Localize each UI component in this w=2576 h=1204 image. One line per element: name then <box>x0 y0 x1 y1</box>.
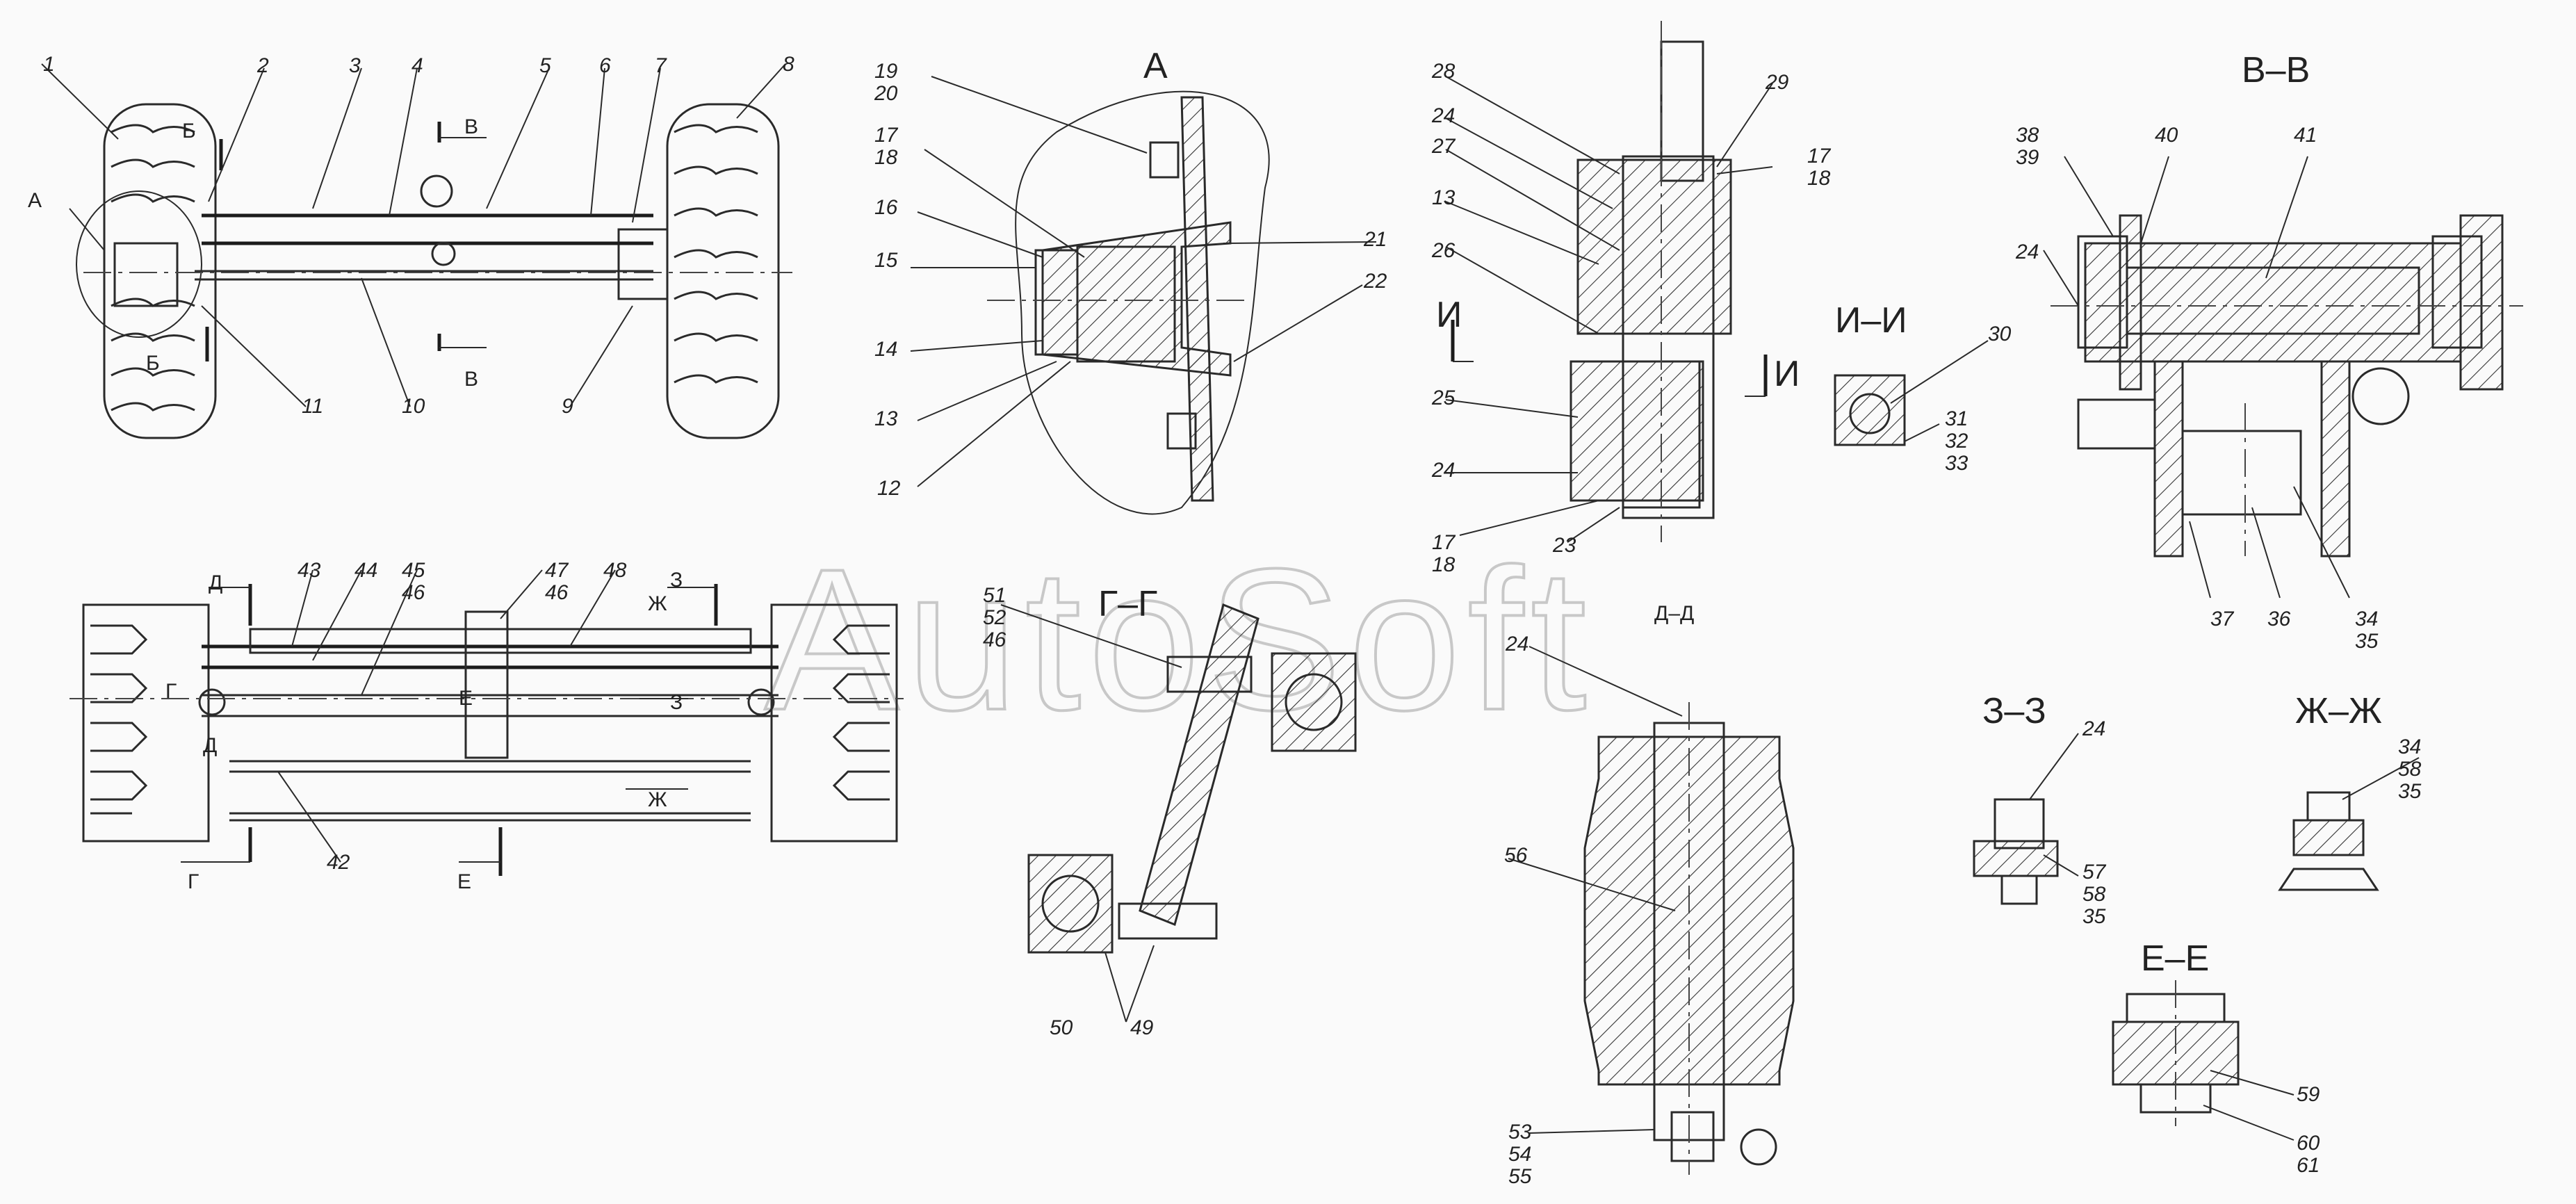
callout-43: 43 <box>297 559 321 582</box>
callout-28: 28 <box>1431 60 1456 83</box>
view-axle-top <box>41 63 792 439</box>
watermark: AutoSoft <box>765 527 1593 752</box>
callout-6: 6 <box>599 54 611 77</box>
callout-22: 22 <box>1363 270 1387 293</box>
callout-40: 40 <box>2155 124 2178 147</box>
callout-13b: 13 <box>1432 186 1456 209</box>
callout-7: 7 <box>655 54 667 77</box>
section-title-zz: З–З <box>1982 691 2046 731</box>
section-title-a: А <box>1143 46 1168 86</box>
callout-42: 42 <box>327 851 350 874</box>
cut-mark-i-left: И <box>1436 295 1462 335</box>
cut-mark-g-bottom: Г <box>188 870 199 893</box>
section-title-dd: Д–Д <box>1654 602 1694 625</box>
callout-1: 1 <box>43 53 55 76</box>
callout-30: 30 <box>1988 323 2012 345</box>
cut-mark-d-mid: Д <box>203 734 217 757</box>
callout-3: 3 <box>349 54 361 77</box>
cut-mark-b-top: Б <box>182 120 196 143</box>
callout-23: 23 <box>1552 534 1576 557</box>
callout-9: 9 <box>562 395 573 418</box>
callout-21: 21 <box>1363 228 1387 251</box>
callout-8: 8 <box>783 53 794 76</box>
view-kingpin <box>1445 21 1989 543</box>
callout-5: 5 <box>539 54 551 77</box>
callout-50: 50 <box>1050 1016 1073 1039</box>
callout-12: 12 <box>877 477 901 500</box>
callout-56: 56 <box>1504 844 1528 867</box>
callout-24d: 24 <box>1505 633 1529 656</box>
callout-44: 44 <box>354 559 377 582</box>
cut-mark-e-bottom: Е <box>457 870 471 893</box>
callout-4: 4 <box>411 54 423 77</box>
cut-mark-zh-bottom: Ж <box>648 788 667 811</box>
callout-59: 59 <box>2297 1083 2320 1106</box>
cut-mark-g-top: Г <box>165 680 177 703</box>
callout-48: 48 <box>603 559 627 582</box>
callout-41: 41 <box>2294 124 2317 147</box>
callout-24a: 24 <box>1431 104 1455 127</box>
callout-24e: 24 <box>2082 717 2105 740</box>
section-title-vv: В–В <box>2242 50 2310 90</box>
callout-36: 36 <box>2267 608 2291 631</box>
callout-29: 29 <box>1765 71 1789 94</box>
section-title-zhzh: Ж–Ж <box>2295 691 2382 731</box>
callout-49: 49 <box>1130 1016 1154 1039</box>
view-steering <box>70 569 904 876</box>
callout-26: 26 <box>1431 239 1456 262</box>
cut-mark-i-right: И <box>1774 354 1800 394</box>
callout-11: 11 <box>302 395 323 418</box>
view-gg <box>1000 603 1357 1023</box>
callout-25: 25 <box>1431 387 1456 409</box>
section-title-gg: Г–Г <box>1098 584 1157 624</box>
callout-24c: 24 <box>2015 241 2039 263</box>
cut-mark-a: А <box>28 189 42 212</box>
cut-mark-zh-top: Ж <box>648 592 667 615</box>
callout-13a: 13 <box>874 407 898 430</box>
callout-15: 15 <box>874 249 898 272</box>
callout-14: 14 <box>874 338 897 361</box>
cut-mark-e-top: Е <box>459 687 473 710</box>
cut-mark-d-top: Д <box>209 571 222 594</box>
callout-27: 27 <box>1431 135 1456 158</box>
callout-16: 16 <box>874 196 898 219</box>
cut-mark-v-top: В <box>464 115 478 138</box>
callout-37: 37 <box>2210 608 2235 631</box>
view-small-sections <box>1973 733 2420 1141</box>
callout-10: 10 <box>402 395 425 418</box>
cut-mark-v-bottom: В <box>464 368 478 391</box>
callout-2: 2 <box>256 54 269 77</box>
callout-numbers: 1 2 3 4 5 6 7 8 9 10 11 12 13 14 15 16 1… <box>43 53 2422 1188</box>
cut-mark-z-top: З <box>670 569 683 592</box>
view-vv <box>2043 156 2523 599</box>
view-detail-a <box>910 76 1377 515</box>
section-title-ii: И–И <box>1835 300 1907 341</box>
cut-mark-z-mid: З <box>670 691 683 714</box>
callout-24b: 24 <box>1431 459 1455 482</box>
view-dd <box>1508 646 1795 1175</box>
cut-mark-b-bottom: Б <box>146 352 160 375</box>
section-title-ee: Е–Е <box>2141 938 2209 979</box>
